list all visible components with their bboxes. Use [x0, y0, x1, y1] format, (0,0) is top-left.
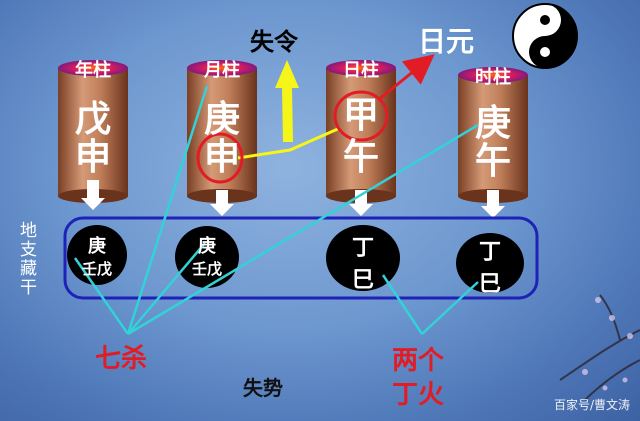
label-shishi: 失势: [243, 376, 283, 400]
pillar-month: [187, 60, 257, 203]
pillar-label-hour: 时柱: [475, 67, 511, 88]
label-riyuan: 日元: [418, 25, 475, 58]
pillar-label-day: 日柱: [343, 60, 379, 81]
tree-branches: [559, 294, 640, 401]
hidden-stems-box: [63, 216, 539, 300]
branch-hour: 午: [474, 141, 511, 182]
row-label-hidden-stems: 地支藏干: [20, 221, 37, 298]
ring-shen: [196, 132, 244, 184]
hidden-oval-month: [175, 226, 239, 288]
ring-jia: [333, 90, 389, 142]
link-lines: [73, 85, 479, 336]
stem-hour: 庚: [474, 103, 511, 144]
label-shiling: 失令: [250, 28, 298, 56]
branch-year: 申: [74, 137, 111, 178]
pillar-label-month: 月柱: [204, 60, 240, 81]
yin-yang-icon: [512, 3, 578, 69]
watermark: 百家号/曹文涛: [553, 398, 630, 412]
branch-month: 申: [203, 137, 240, 178]
riyuan-arrow: [377, 54, 435, 102]
shiling-arrow: [275, 60, 299, 142]
label-dinghuo: 丁火: [392, 380, 445, 410]
pillar-hour: [458, 67, 528, 203]
label-qisha: 七杀: [95, 344, 148, 374]
branch-day: 午: [342, 137, 379, 178]
hidden-oval-hour: [456, 233, 524, 293]
stem-month: 庚: [203, 99, 240, 140]
shen-jia-line: [237, 126, 341, 160]
pillar-label-year: 年柱: [75, 60, 111, 81]
hidden-stems-hour: 丁 巳: [478, 240, 501, 297]
label-liangge: 两个: [392, 346, 445, 376]
hidden-stems-year: 庚 壬戊: [81, 236, 112, 278]
stem-day: 甲: [342, 95, 379, 136]
hidden-stems-day: 丁 巳: [351, 236, 374, 293]
stem-year: 戊: [74, 99, 111, 140]
pillar-day: [326, 60, 396, 203]
down-arrows: [81, 180, 505, 218]
pillar-year: [58, 60, 128, 203]
hidden-oval-day: [326, 225, 400, 291]
hidden-stems-month: 庚 壬戊: [191, 236, 222, 278]
